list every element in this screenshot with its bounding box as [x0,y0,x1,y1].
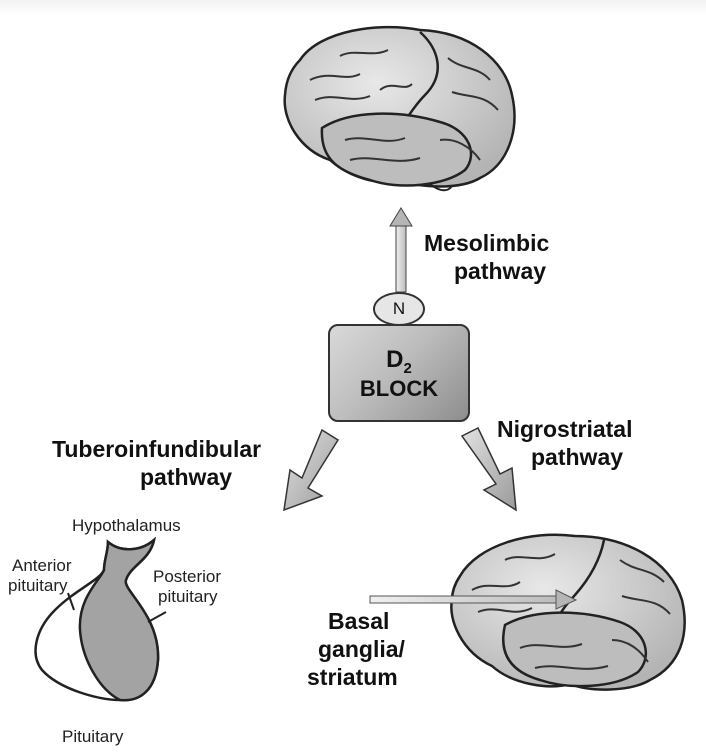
d2-block-box: D2 BLOCK [328,324,470,422]
tuberoinfundibular-pathway-label: pathway [140,464,233,490]
basal-ganglia-pointer [369,589,578,610]
anterior-label: Anterior [12,556,72,575]
pituitary-label: Pituitary [62,727,124,746]
striatum-label: striatum [307,664,398,690]
hypothalamus-label: Hypothalamus [72,516,181,535]
anterior-pituitary-label: pituitary [8,576,68,595]
nigrostriatal-arrow [460,426,517,512]
nigrostriatal-pathway-label: pathway [531,444,624,470]
mesolimbic-label: Mesolimbic [424,230,550,256]
block-label: BLOCK [359,376,439,401]
d-subscript: 2 [403,359,412,377]
posterior-label: Posterior [153,567,222,586]
mesolimbic-arrow [389,207,413,293]
nigrostriatal-label: Nigrostriatal [497,416,633,442]
d2-label: D2 [330,346,468,383]
d-letter: D [386,346,404,373]
mesolimbic-pathway-label: pathway [454,258,547,284]
basal-label: Basal [328,608,390,634]
n-node: N [373,292,425,326]
ganglia-label: ganglia/ [318,636,405,662]
top-brain-illustration [283,25,516,192]
tuberoinfundibular-arrow [283,428,340,512]
posterior-pituitary-label: pituitary [158,587,218,606]
tuberoinfundibular-label: Tuberoinfundibular [52,436,262,462]
bottom-brain-illustration [450,533,686,691]
pituitary-illustration [34,536,167,702]
